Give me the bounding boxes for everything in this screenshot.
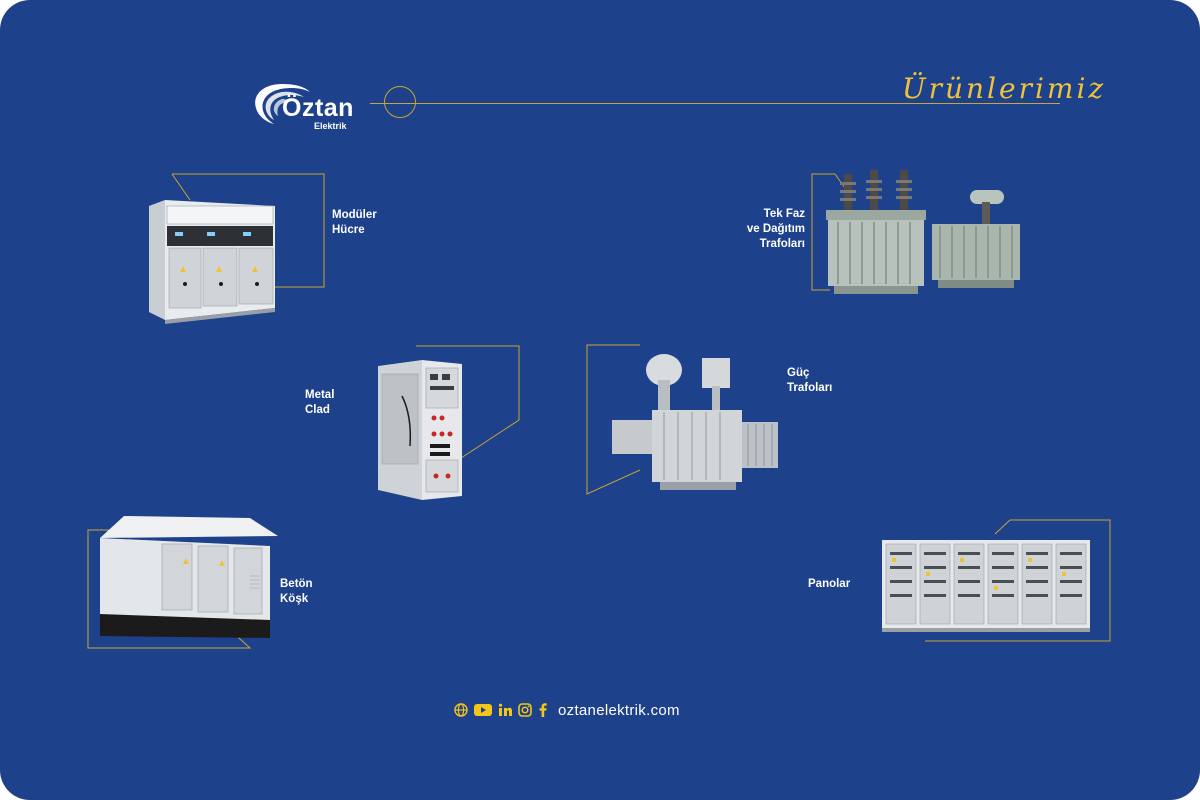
label-beton-kosk: Betön Köşk <box>280 578 313 605</box>
globe-icon[interactable] <box>454 703 468 717</box>
label-metal-clad: Metal Clad <box>305 389 335 416</box>
label-guc-trafo: Güç Trafoları <box>787 367 833 394</box>
metal-clad-image <box>378 360 462 500</box>
label-tek-faz: Tek Faz ve Dağıtım Trafoları <box>746 208 805 250</box>
website-link[interactable]: oztanelektrik.com <box>558 701 680 719</box>
logo-swoosh-icon <box>255 84 310 124</box>
page-title: Ürünlerimiz <box>902 72 1107 105</box>
moduler-hucre-image <box>149 200 275 324</box>
beton-kosk-image <box>100 516 278 638</box>
header-divider <box>370 103 1060 104</box>
footer: oztanelektrik.com <box>454 700 680 720</box>
tek-faz-trafo-image <box>826 170 1020 294</box>
facebook-icon[interactable] <box>538 703 548 717</box>
oztan-logo: Öztan Elektrik <box>252 78 372 138</box>
linkedin-icon[interactable] <box>498 703 512 717</box>
brand-name: Öztan <box>282 94 354 122</box>
youtube-icon[interactable] <box>474 703 492 717</box>
label-moduler-hucre: Modüler Hücre <box>332 209 377 236</box>
brand-sub: Elektrik <box>314 121 347 131</box>
instagram-icon[interactable] <box>518 703 532 717</box>
header-circle <box>384 86 416 118</box>
label-panolar: Panolar <box>808 578 851 590</box>
guc-trafo-image <box>612 354 778 490</box>
panolar-image <box>882 540 1090 632</box>
